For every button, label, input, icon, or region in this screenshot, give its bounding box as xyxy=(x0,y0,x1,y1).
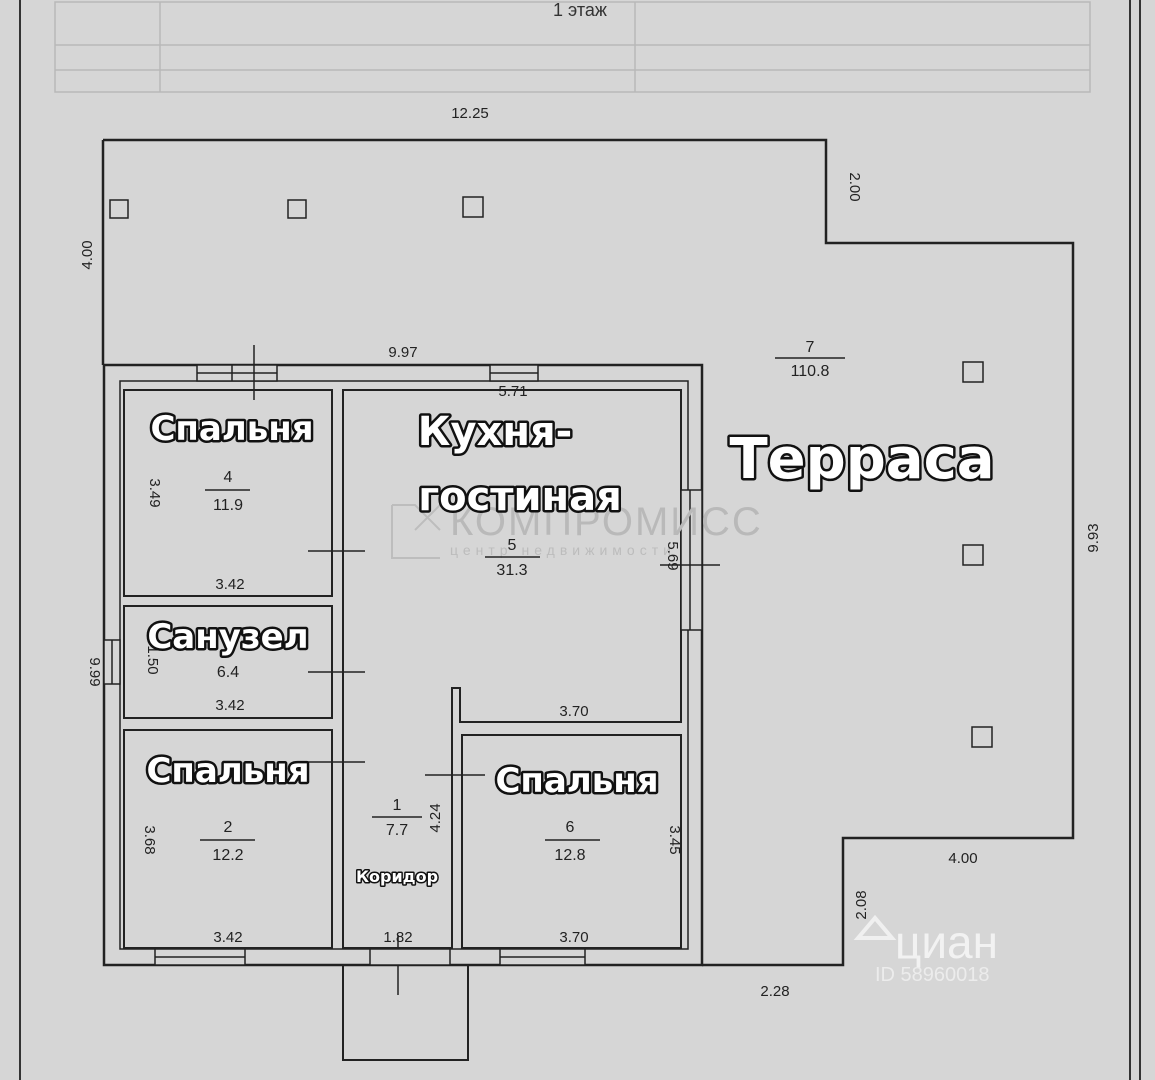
room-1-label: Коридор xyxy=(356,867,438,886)
room-6-outline xyxy=(461,734,682,949)
room-3-area: 6.4 xyxy=(217,664,239,681)
room-6-num: 6 xyxy=(566,819,575,836)
terrace-posts xyxy=(109,196,993,748)
room-3: Санузел 6.4 xyxy=(145,615,311,682)
dim-r2-h: 3.68 xyxy=(141,825,158,854)
room-5-label-line2: гостиная xyxy=(418,474,622,520)
dim-r6-w: 3.70 xyxy=(559,929,588,946)
room-3-outline xyxy=(123,605,333,719)
porch-outline xyxy=(342,965,469,1061)
floor-title: 1 этаж xyxy=(553,0,607,20)
room-7-area: 110.8 xyxy=(791,363,830,380)
room-6-label: Спальня xyxy=(495,761,658,801)
room-7: 7 110.8 Терраса xyxy=(727,339,997,495)
room-5-num: 5 xyxy=(508,537,517,554)
dim-left-top: 4.00 xyxy=(79,240,96,269)
room-5-area: 31.3 xyxy=(496,562,527,579)
room-6: Спальня 6 12.8 xyxy=(493,759,661,865)
room-4-outline xyxy=(123,389,333,597)
cian-logo-icon xyxy=(853,914,897,940)
dim-kitchen-h: 5.69 xyxy=(664,541,681,570)
watermark: КОМПРОМИСС центр недвижимости xyxy=(391,500,763,559)
dim-bottom-right: 2.28 xyxy=(760,983,789,1000)
dim-r3-h: 1.50 xyxy=(144,645,161,674)
room-1-num: 1 xyxy=(393,797,402,814)
dim-house-top: 9.97 xyxy=(388,344,417,361)
dim-corridor-h: 4.24 xyxy=(427,803,444,832)
room-4-label: Спальня xyxy=(150,409,313,449)
header-table xyxy=(54,1,1091,93)
dim-r6-h: 3.45 xyxy=(666,825,683,854)
room-5: Кухня- гостиная 5 31.3 xyxy=(415,407,624,580)
terrace-outline xyxy=(103,138,1075,967)
room-1: 1 7.7 Коридор xyxy=(354,797,439,888)
room-2-label: Спальня xyxy=(146,751,309,791)
room-5-label-line1: Кухня- xyxy=(418,409,573,455)
room-4-area: 11.9 xyxy=(213,497,243,514)
room-2-area: 12.2 xyxy=(212,847,243,864)
room-4-num: 4 xyxy=(224,469,233,486)
room-2-outline xyxy=(123,729,333,949)
room-3-label: Санузел xyxy=(147,617,308,657)
room-2: Спальня 2 12.2 xyxy=(144,749,312,865)
dim-right-total: 9.93 xyxy=(1085,523,1102,552)
cian-id: ID 58960018 xyxy=(875,964,990,986)
entrance-door xyxy=(369,948,451,966)
room-7-label: Терраса xyxy=(729,427,994,492)
room-7-num: 7 xyxy=(806,339,815,356)
watermark-logo xyxy=(391,504,441,559)
dim-terrace-step-h: 2.08 xyxy=(853,890,870,919)
dim-kitchen-w: 3.70 xyxy=(559,703,588,720)
watermark-brand: КОМПРОМИСС xyxy=(450,500,763,544)
room-4: Спальня 4 11.9 xyxy=(148,407,316,515)
room-6-area: 12.8 xyxy=(554,847,585,864)
dim-top-total: 12.25 xyxy=(451,105,489,122)
dim-r4-h: 3.49 xyxy=(146,478,163,507)
dim-left-total: 9.99 xyxy=(86,657,103,686)
room-2-num: 2 xyxy=(224,819,233,836)
watermark-tagline: центр недвижимости xyxy=(450,542,676,558)
dim-right-step: 2.00 xyxy=(846,172,863,201)
dim-corridor-w: 1.82 xyxy=(383,929,412,946)
cian-logo-text: циан xyxy=(895,916,998,968)
windows xyxy=(103,364,703,966)
dim-r3-w: 3.42 xyxy=(215,697,244,714)
room-1-area: 7.7 xyxy=(386,822,408,839)
dim-r4-w: 3.42 xyxy=(215,576,244,593)
dim-terrace-step-w: 4.00 xyxy=(948,850,977,867)
cian-watermark: циан ID 58960018 xyxy=(853,914,998,986)
dim-r2-w: 3.42 xyxy=(213,929,242,946)
dim-kitchen-top: 5.71 xyxy=(498,383,527,400)
